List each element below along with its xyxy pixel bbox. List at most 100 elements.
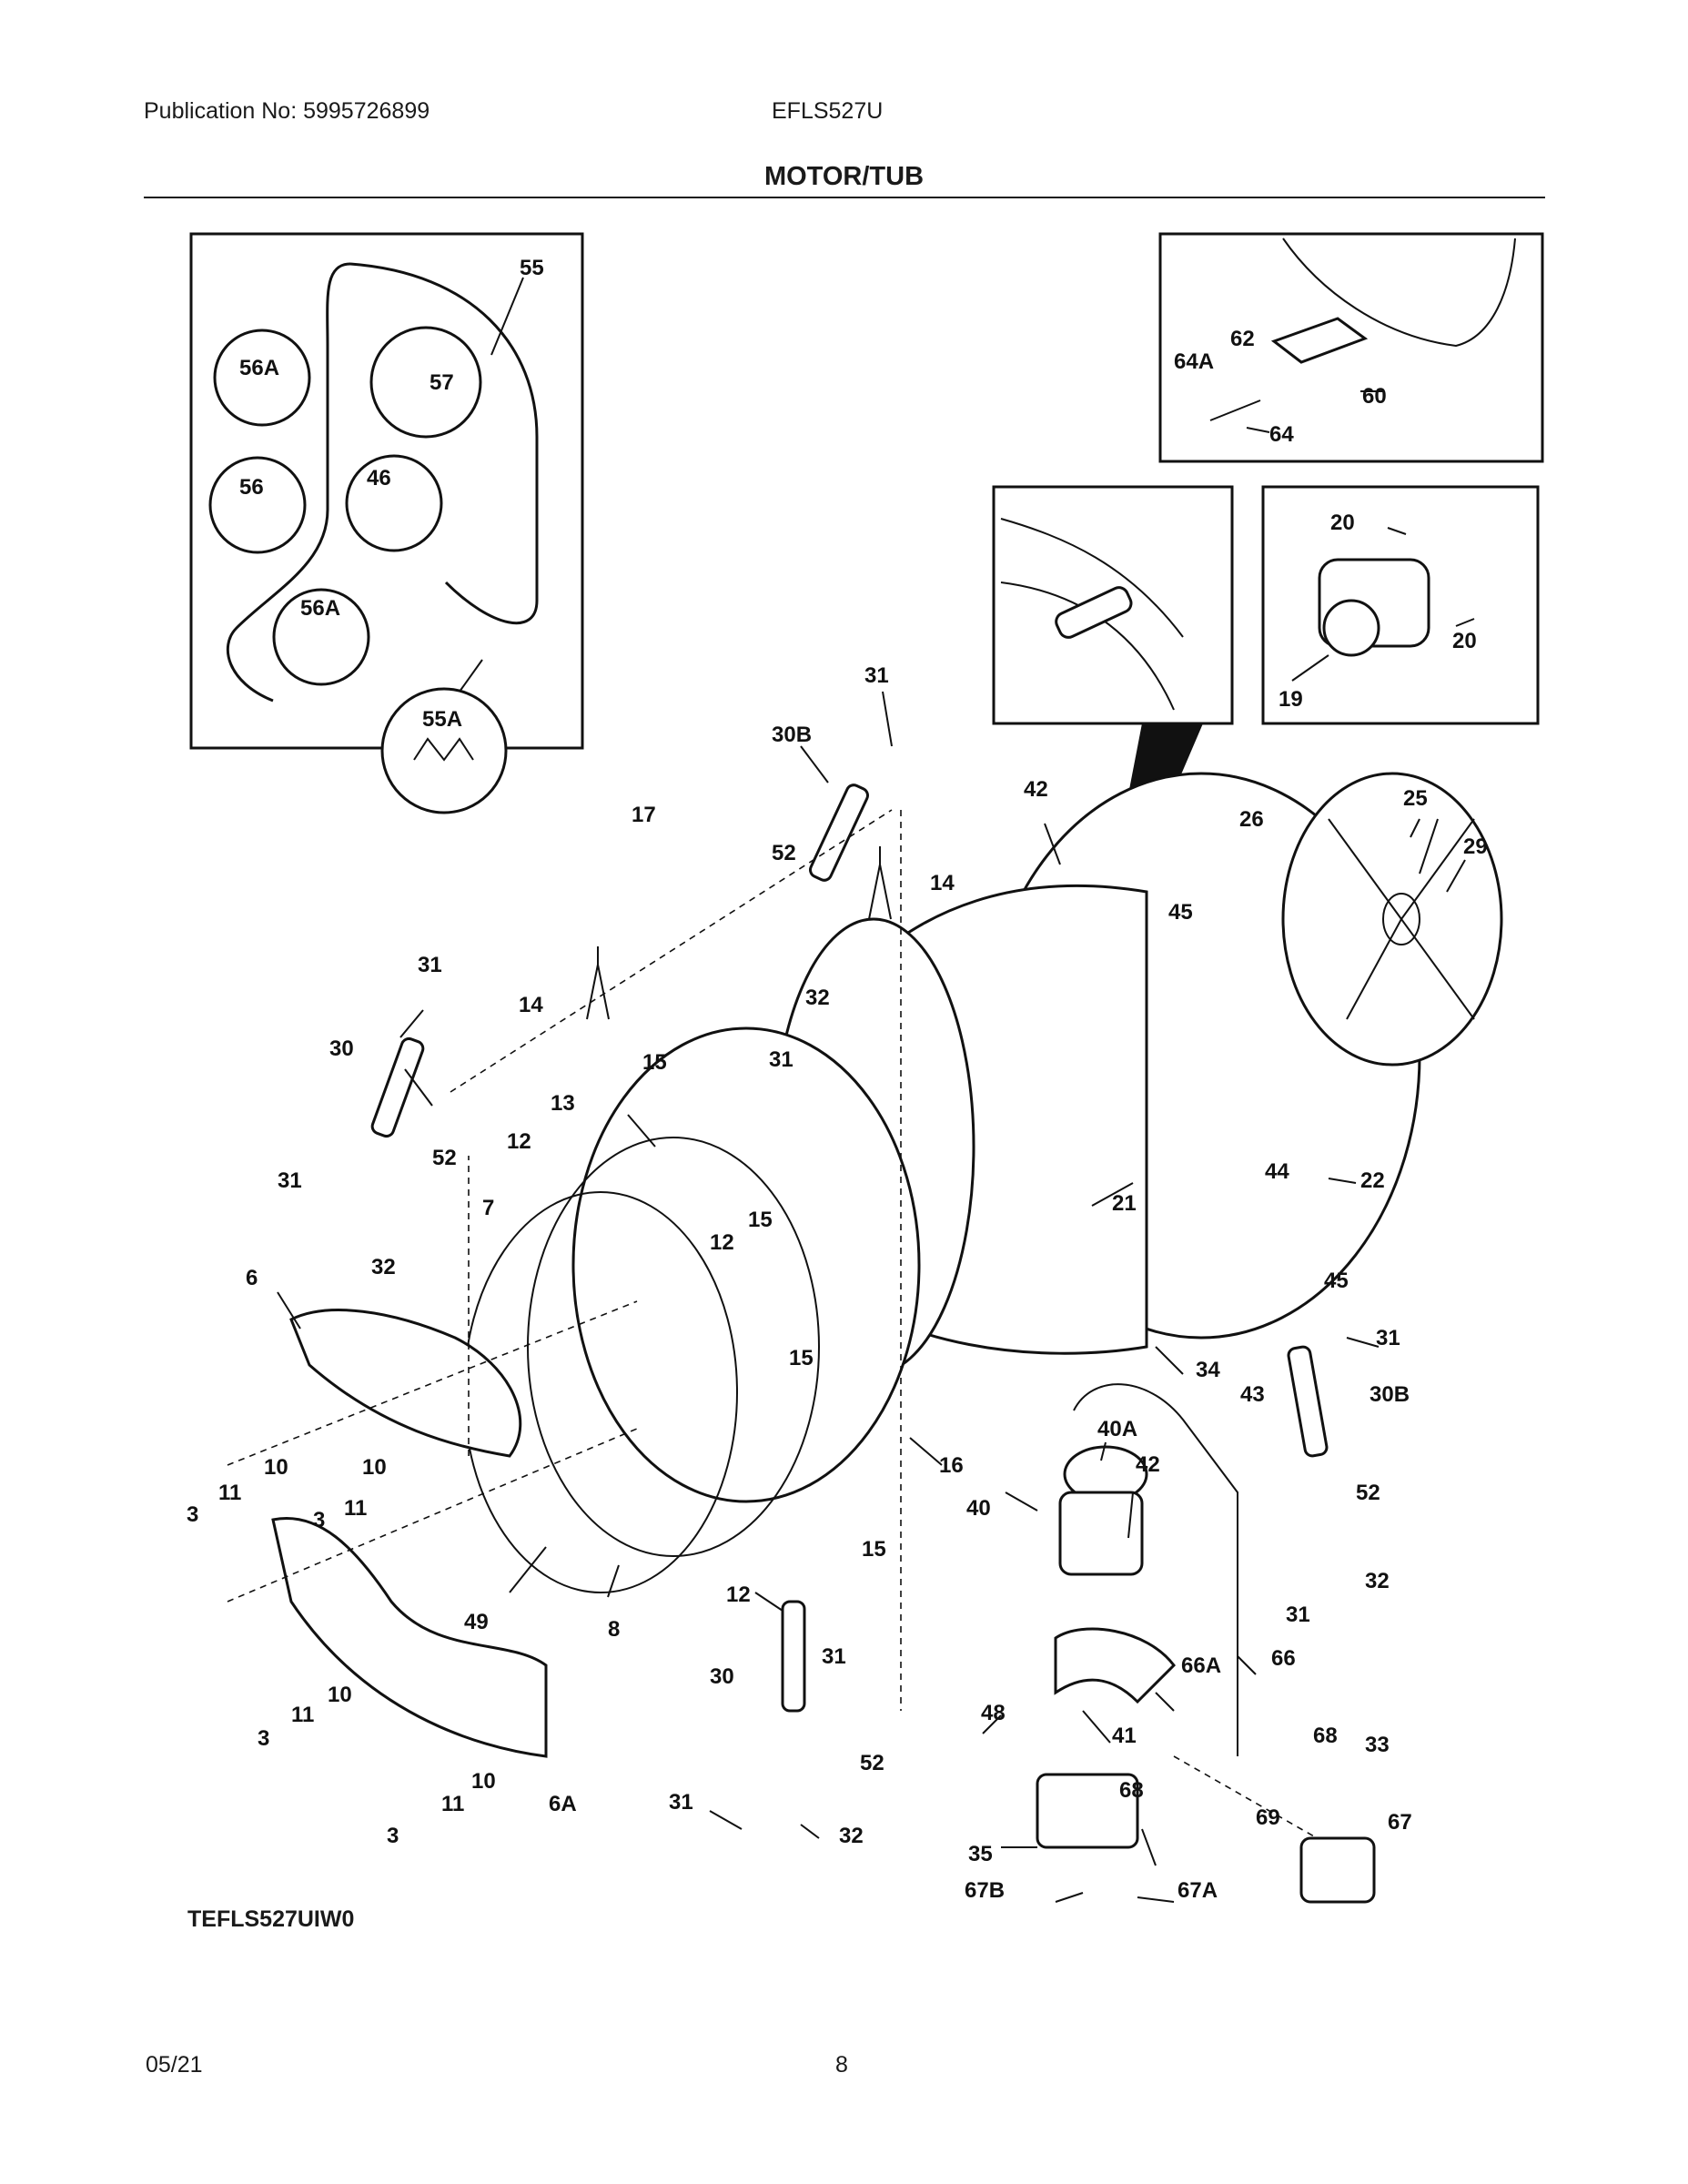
callout-20-b: 20 [1452, 629, 1477, 653]
inset-motor [1261, 485, 1540, 725]
callout-15-a: 15 [642, 1050, 667, 1075]
callout-30-a: 30 [329, 1036, 354, 1061]
tub-bottom-outline [1282, 238, 1516, 348]
callout-43: 43 [1240, 1382, 1265, 1407]
callout-3-c: 3 [258, 1726, 269, 1751]
front-counterweight [289, 1309, 522, 1458]
callout-48: 48 [981, 1701, 1006, 1725]
callout-40: 40 [966, 1496, 991, 1521]
tub-detail-fitting [1055, 586, 1133, 639]
callout-56: 56 [239, 475, 264, 500]
callout-15-d: 15 [862, 1537, 886, 1562]
inset-frame-heater [1158, 232, 1544, 463]
drive-pulley-shape [1281, 772, 1503, 1067]
callout-41: 41 [1112, 1724, 1137, 1748]
clamp-56a-bubble-2 [272, 588, 370, 686]
damper-30-lower [781, 1600, 806, 1713]
page-number: 8 [835, 2052, 848, 2078]
callout-42-b: 42 [1136, 1452, 1160, 1477]
callout-56a: 56A [239, 356, 279, 380]
clamp-46-bubble [345, 454, 443, 552]
callout-67: 67 [1388, 1810, 1412, 1835]
callout-31-b: 31 [418, 953, 442, 977]
drain-hose-shape [226, 262, 351, 703]
callout-11-a: 11 [218, 1481, 241, 1505]
spring-14 [586, 946, 610, 1020]
washer-55a-bubble [380, 687, 508, 814]
front-tub-shape [571, 1026, 921, 1503]
callout-44: 44 [1265, 1159, 1289, 1184]
leader-lines [277, 691, 1466, 1903]
callout-12-c: 12 [726, 1582, 751, 1607]
hose-66 [1073, 1383, 1238, 1756]
callout-16: 16 [939, 1453, 964, 1478]
callout-10-d: 10 [471, 1769, 496, 1794]
washer-55a-teeth [413, 737, 474, 762]
callout-11-d: 11 [441, 1792, 464, 1816]
callout-32-c: 32 [1365, 1569, 1390, 1593]
callout-35: 35 [968, 1842, 993, 1866]
callout-62: 62 [1230, 327, 1255, 351]
callout-7: 7 [482, 1196, 494, 1220]
callout-32-d: 32 [839, 1824, 864, 1848]
callout-31-a: 31 [864, 663, 889, 688]
callout-8: 8 [608, 1617, 620, 1642]
inset-drain-hose [189, 232, 584, 814]
heater-element-shape [1270, 317, 1369, 364]
callout-10-c: 10 [328, 1683, 352, 1707]
callout-55a: 55A [422, 707, 462, 732]
callout-14-a: 14 [930, 871, 955, 895]
filter-40 [1058, 1491, 1144, 1576]
callout-49: 49 [464, 1610, 489, 1634]
callout-67a: 67A [1178, 1878, 1218, 1903]
tub-detail-curve-1 [1000, 518, 1184, 638]
callout-52-d: 52 [860, 1751, 884, 1775]
callout-32-b: 32 [371, 1255, 396, 1279]
callout-31-d: 31 [278, 1168, 302, 1193]
callout-30b-a: 30B [772, 723, 812, 747]
callout-56a-2: 56A [300, 596, 340, 621]
callout-6a: 6A [549, 1792, 577, 1816]
callout-33: 33 [1365, 1733, 1390, 1757]
callout-10-b: 10 [362, 1455, 387, 1480]
drain-pump-35 [1036, 1773, 1139, 1849]
callout-6: 6 [246, 1266, 258, 1290]
callout-20-a: 20 [1330, 511, 1355, 535]
callout-55: 55 [520, 256, 544, 280]
callout-12-a: 12 [507, 1129, 531, 1154]
callout-45-a: 45 [1168, 900, 1193, 925]
callout-17: 17 [632, 803, 656, 827]
callout-15-b: 15 [748, 1208, 773, 1232]
callout-52-b: 52 [432, 1146, 457, 1170]
callout-66a: 66A [1181, 1653, 1221, 1678]
callout-22: 22 [1360, 1168, 1385, 1193]
callout-57: 57 [430, 370, 454, 395]
callout-30b-b: 30B [1370, 1382, 1410, 1407]
damper-30b-right [1287, 1345, 1329, 1458]
callout-34: 34 [1196, 1358, 1220, 1382]
clamp-57-bubble [369, 326, 482, 439]
callout-19: 19 [1279, 687, 1303, 712]
callout-67b: 67B [965, 1878, 1005, 1903]
callout-3-b: 3 [313, 1508, 325, 1532]
callout-26: 26 [1239, 807, 1264, 832]
callout-46: 46 [367, 466, 391, 490]
callout-31-g: 31 [1286, 1603, 1310, 1627]
callout-30-b: 30 [710, 1664, 734, 1689]
callout-3-d: 3 [387, 1824, 399, 1848]
callout-42-a: 42 [1024, 777, 1048, 802]
callout-64a: 64A [1174, 349, 1214, 374]
callout-60: 60 [1362, 384, 1387, 409]
callout-3-a: 3 [187, 1502, 198, 1527]
publication-number: Publication No: 5995726899 [144, 98, 430, 124]
callout-68-a: 68 [1313, 1724, 1338, 1748]
callout-10-a: 10 [264, 1455, 288, 1480]
clamp-56-bubble [208, 456, 307, 554]
callout-11-b: 11 [344, 1496, 367, 1521]
lower-counterweight [271, 1517, 548, 1758]
damper-30 [370, 1036, 425, 1138]
inset-heater [1158, 232, 1544, 463]
callout-32-a: 32 [805, 986, 830, 1010]
callout-66: 66 [1271, 1646, 1296, 1671]
